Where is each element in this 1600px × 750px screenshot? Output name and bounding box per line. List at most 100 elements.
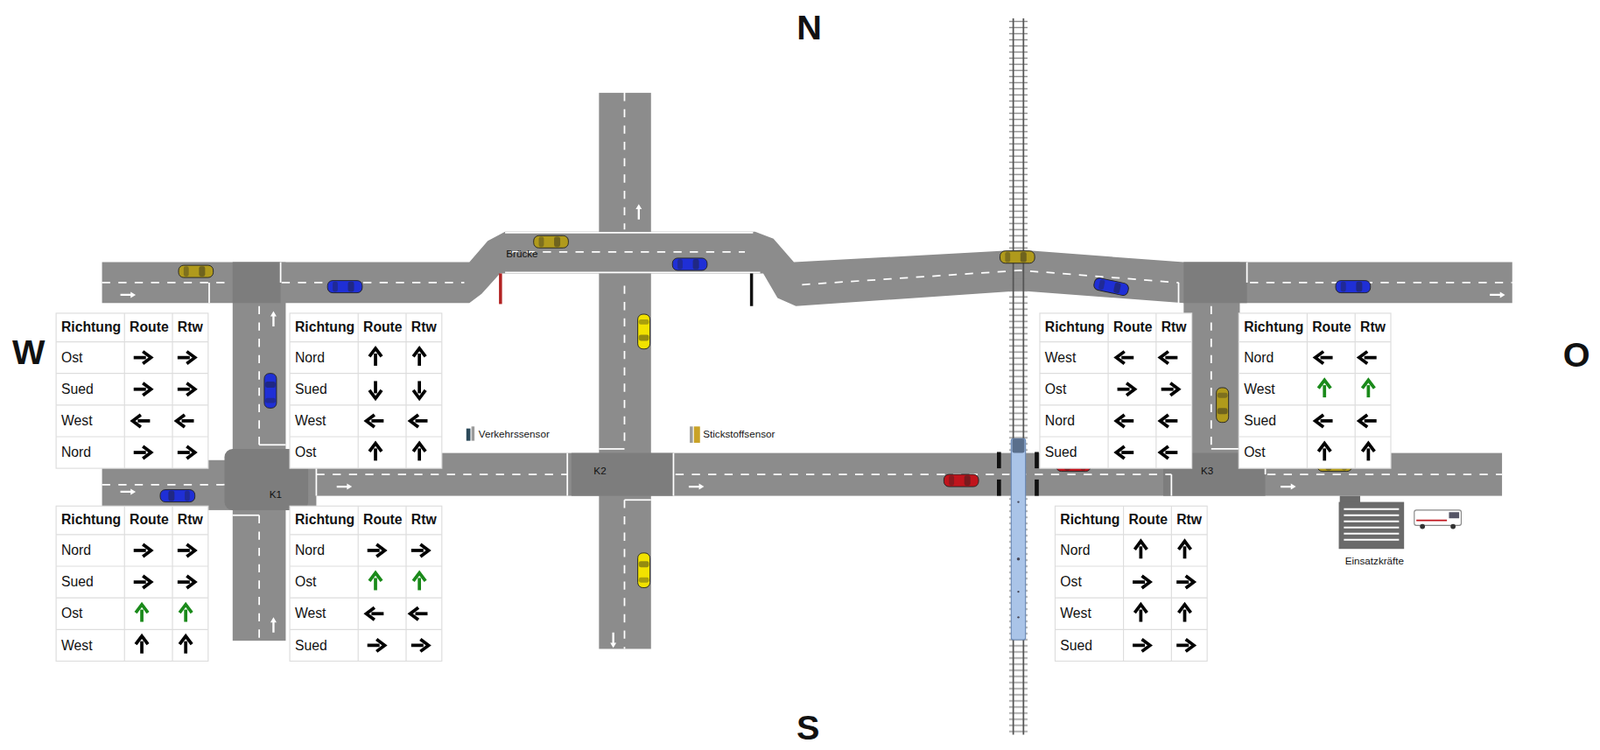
route-table (1134, 540, 1147, 549)
route-table (56, 597, 209, 599)
route-table (376, 638, 385, 652)
route-table (1315, 414, 1334, 428)
table-header: Route (1306, 313, 1355, 343)
lane-marking (315, 473, 568, 476)
table-cell: Ost (289, 566, 358, 598)
table-cell: Sued (289, 373, 358, 406)
route-table (1126, 383, 1135, 396)
route-table (186, 575, 195, 589)
route-table (179, 636, 192, 654)
car (638, 314, 651, 350)
table-header: Route (1108, 313, 1157, 343)
route-table (1354, 313, 1356, 469)
junction (232, 262, 281, 304)
lane-marking (259, 443, 286, 446)
table-cell: Sued (1039, 436, 1109, 469)
lane-marking (258, 515, 260, 641)
table-header: Richtung (1238, 313, 1307, 343)
table-cell: West (56, 405, 125, 437)
route-table (186, 446, 195, 459)
route-table (289, 341, 443, 343)
route-table (56, 565, 209, 567)
route-table (186, 544, 195, 557)
route-table (1366, 385, 1370, 398)
lane-marking (281, 281, 465, 284)
route-table (369, 348, 382, 357)
car (178, 265, 214, 278)
route-table (177, 450, 190, 455)
route-table (1178, 604, 1192, 613)
ambulance-icon (1448, 512, 1460, 519)
lane-arrow (1489, 291, 1505, 298)
lane-arrow (610, 632, 617, 648)
route-table (369, 390, 382, 399)
table-cell: Ost (1238, 436, 1307, 469)
route-table (417, 448, 422, 461)
route-table (1183, 546, 1187, 559)
route-table (369, 573, 382, 582)
route-table (1315, 414, 1324, 428)
table-header: Rtw (172, 313, 209, 343)
route-table (133, 548, 147, 553)
train (1011, 438, 1025, 453)
lane-arrow (1280, 484, 1296, 491)
car (638, 553, 651, 589)
route-table (133, 414, 151, 428)
building-icon (1343, 526, 1399, 529)
route-table (124, 313, 126, 469)
route-table (413, 443, 426, 462)
route-table (373, 353, 378, 366)
route-table (369, 443, 382, 462)
lane-marking (1249, 281, 1513, 284)
route-table (177, 383, 196, 396)
route-table (186, 351, 195, 365)
route-table (124, 505, 126, 661)
route-table (1238, 313, 1391, 469)
route-table (413, 348, 426, 366)
route-table (1134, 540, 1147, 559)
route-table (133, 383, 152, 396)
building-icon (1343, 539, 1399, 541)
sensor-icon (694, 426, 701, 443)
route-table (1054, 505, 1208, 661)
table-header: Rtw (1156, 313, 1193, 343)
route-table (367, 644, 380, 648)
route-table (373, 380, 378, 393)
building-icon (1343, 514, 1399, 517)
route-table (1359, 414, 1368, 428)
route-table (1161, 387, 1174, 392)
route-table (133, 351, 152, 365)
route-table (1364, 356, 1377, 360)
route-table (369, 380, 382, 399)
car (943, 474, 979, 487)
sensor-icon (689, 426, 693, 443)
table-cell: Nord (1039, 405, 1109, 437)
route-table (1121, 450, 1134, 455)
railway (1009, 18, 1028, 735)
crossing-barrier (1034, 451, 1039, 469)
junction-label: K1 (269, 490, 282, 501)
route-table (56, 313, 209, 469)
route-table (56, 505, 209, 661)
table-header: Richtung (1054, 505, 1123, 535)
route-table (1164, 419, 1178, 423)
route-table (1161, 383, 1179, 396)
table-cell: Ost (56, 342, 125, 374)
route-table (1039, 313, 1193, 469)
route-table (420, 544, 429, 557)
ambulance-icon (1450, 524, 1456, 530)
route-table (1132, 580, 1145, 584)
table-cell: Ost (289, 436, 358, 469)
route-table (417, 353, 422, 366)
route-table (1142, 575, 1151, 589)
route-table (135, 636, 148, 645)
route-table (177, 580, 190, 584)
route-table (1359, 414, 1377, 428)
route-table (56, 372, 209, 374)
route-table (371, 419, 384, 423)
route-table (56, 435, 209, 437)
ambulance-icon (1414, 510, 1462, 530)
route-table (289, 597, 443, 599)
route-table (1117, 383, 1136, 396)
